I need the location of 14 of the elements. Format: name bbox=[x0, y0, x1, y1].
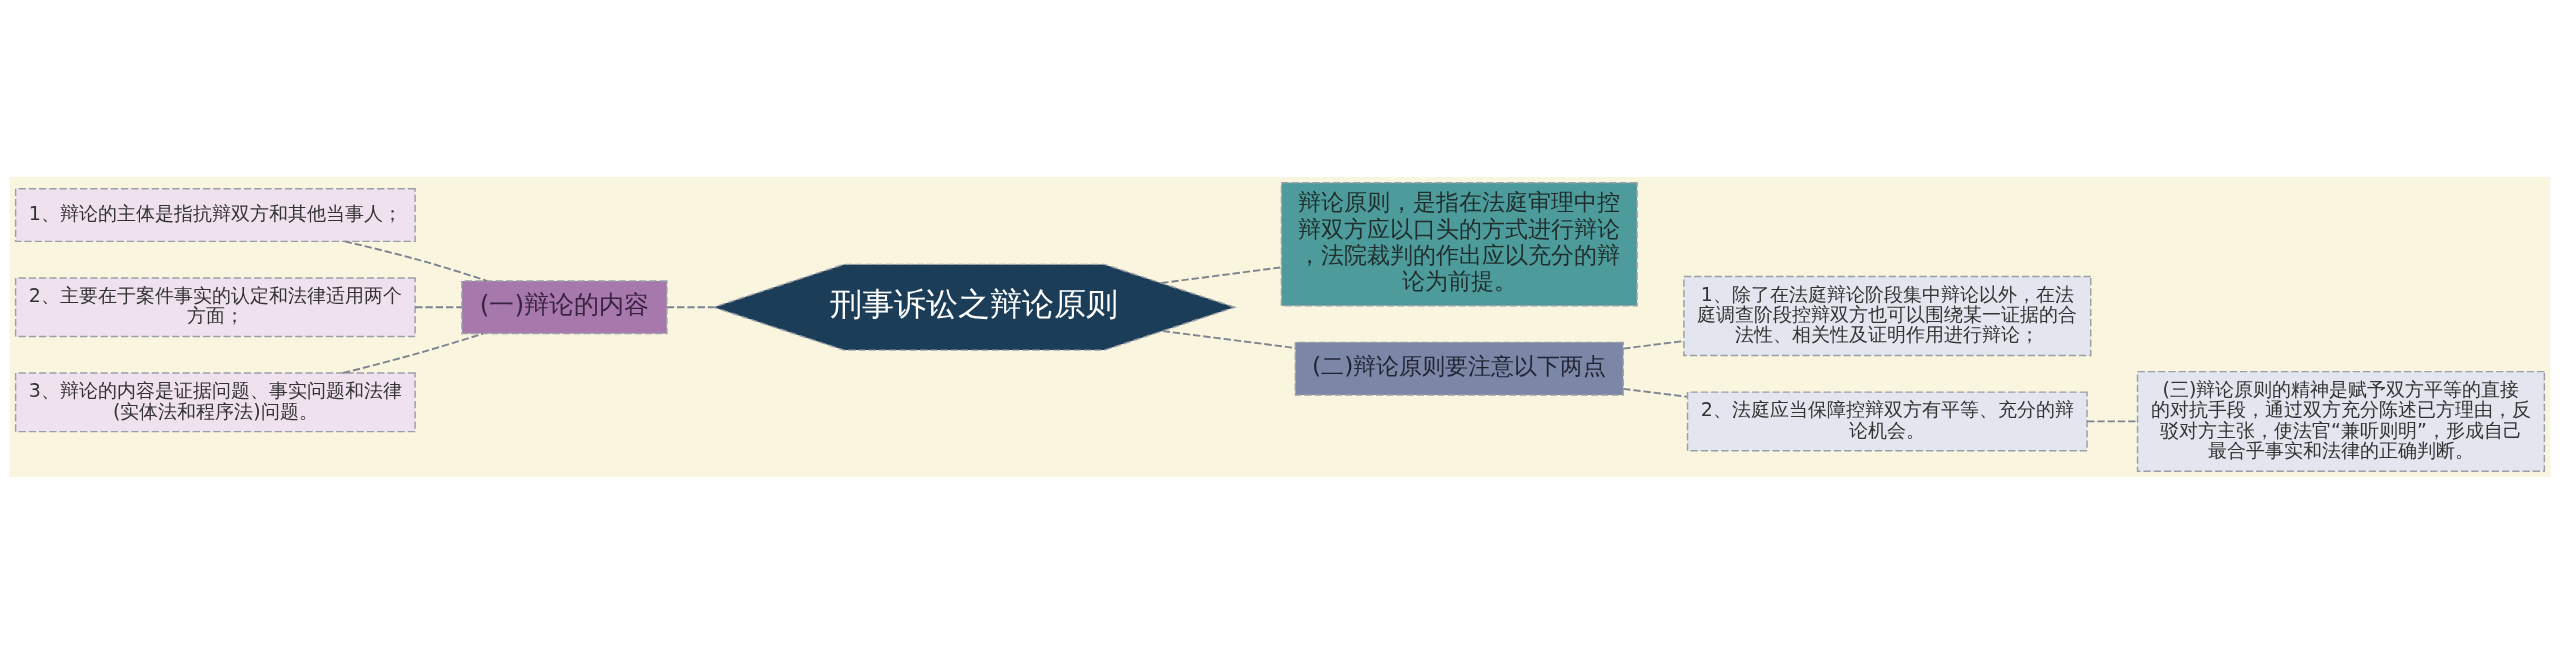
node-box: 2、主要在于案件事实的认定和法律适用两个方面； bbox=[14, 276, 416, 337]
connector bbox=[666, 305, 715, 308]
connector bbox=[1160, 265, 1283, 284]
connector bbox=[2086, 419, 2138, 422]
node-box: (一)辩论的内容 bbox=[461, 279, 668, 334]
node-box: (三)辩论原则的精神是赋予双方平等的直接的对抗手段，通过双方充分陈述已方理由，反驳对方主张，使法官“兼听则明”，形成自己最合乎事实和法律的正确判断。 bbox=[2136, 370, 2546, 472]
node-box: 1、除了在法庭辩论阶段集中辩论以外，在法庭调查阶段控辩双方也可以围绕某一证据的合法性、相关性及证明作用进行辩论； bbox=[1683, 275, 2092, 356]
node-box: 3、辩论的内容是证据问题、事实问题和法律(实体法和程序法)问题。 bbox=[14, 371, 416, 432]
node-box: 2、法庭应当保障控辩双方有平等、充分的辩论机会。 bbox=[1686, 390, 2088, 451]
node-box: 1、辩论的主体是指抗辩双方和其他当事人； bbox=[14, 187, 416, 242]
connector bbox=[1622, 387, 1688, 398]
connector bbox=[414, 305, 463, 308]
node-box: 辩论原则，是指在法庭审理中控辩双方应以口头的方式进行辩论，法院裁判的作出应以充分的辩论为前提。 bbox=[1280, 181, 1638, 306]
node-box: (二)辩论原则要注意以下两点 bbox=[1294, 341, 1624, 396]
